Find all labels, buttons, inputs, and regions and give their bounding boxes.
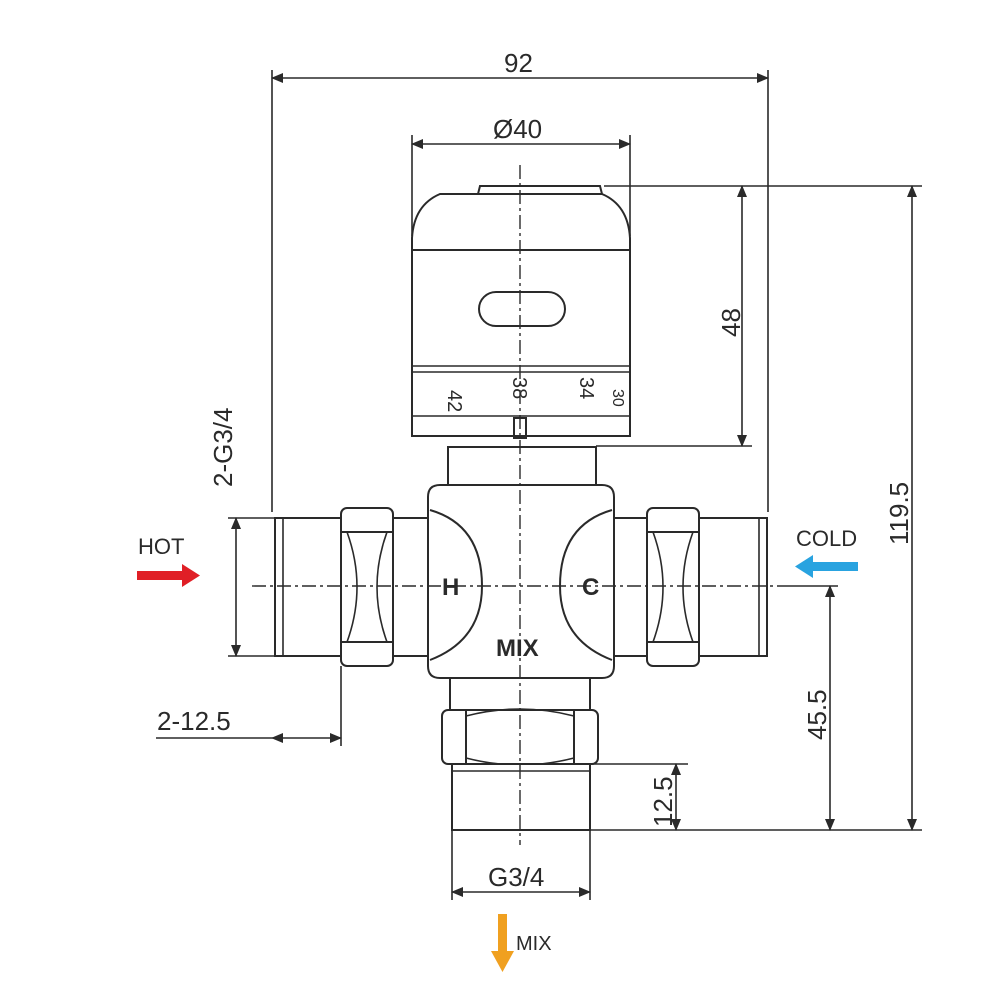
dim-overall-width xyxy=(271,70,769,512)
hot-side-label: H xyxy=(442,574,459,601)
mix-flow-arrow-icon xyxy=(491,914,514,972)
dim-inlet-thread-label: 2-G3/4 xyxy=(208,408,238,488)
dim-knob-height xyxy=(596,185,752,447)
valve-neck xyxy=(447,446,597,486)
dim-inlet-thread-length-label: 2-12.5 xyxy=(157,706,231,736)
dim-outlet-thread-length xyxy=(590,763,688,831)
scale-34: 34 xyxy=(575,377,597,399)
dim-knob-height-label: 48 xyxy=(716,308,746,337)
hot-flow-arrow-icon xyxy=(137,564,200,587)
dim-overall-height-label: 119.5 xyxy=(884,482,914,545)
dim-outlet-thread-length-label: 12.5 xyxy=(648,776,678,827)
scale-42: 42 xyxy=(443,390,465,412)
cold-side-label: C xyxy=(582,574,599,601)
scale-30: 30 xyxy=(609,389,626,407)
cold-flow-arrow-icon xyxy=(795,555,858,578)
dim-inlet-thread-length xyxy=(156,666,342,746)
cold-inlet-fitting xyxy=(611,507,768,667)
mix-flow-label: MIX xyxy=(516,933,552,955)
dim-inlet-thread xyxy=(228,517,275,657)
scale-38: 38 xyxy=(508,377,530,399)
hot-flow-label: HOT xyxy=(138,534,184,559)
dim-outlet-height-label: 45.5 xyxy=(802,689,832,740)
temperature-knob xyxy=(411,185,631,439)
dim-outlet-thread-label: G3/4 xyxy=(488,862,544,892)
mix-body-label: MIX xyxy=(496,635,539,662)
dim-knob-diameter-label: Ø40 xyxy=(493,114,542,144)
cold-flow-label: COLD xyxy=(796,526,857,551)
dim-overall-width-label: 92 xyxy=(504,48,533,78)
hot-inlet-fitting xyxy=(274,507,432,667)
dim-overall-height xyxy=(590,185,922,831)
dim-outlet-thread xyxy=(451,830,591,900)
dim-outlet-height xyxy=(790,585,838,831)
